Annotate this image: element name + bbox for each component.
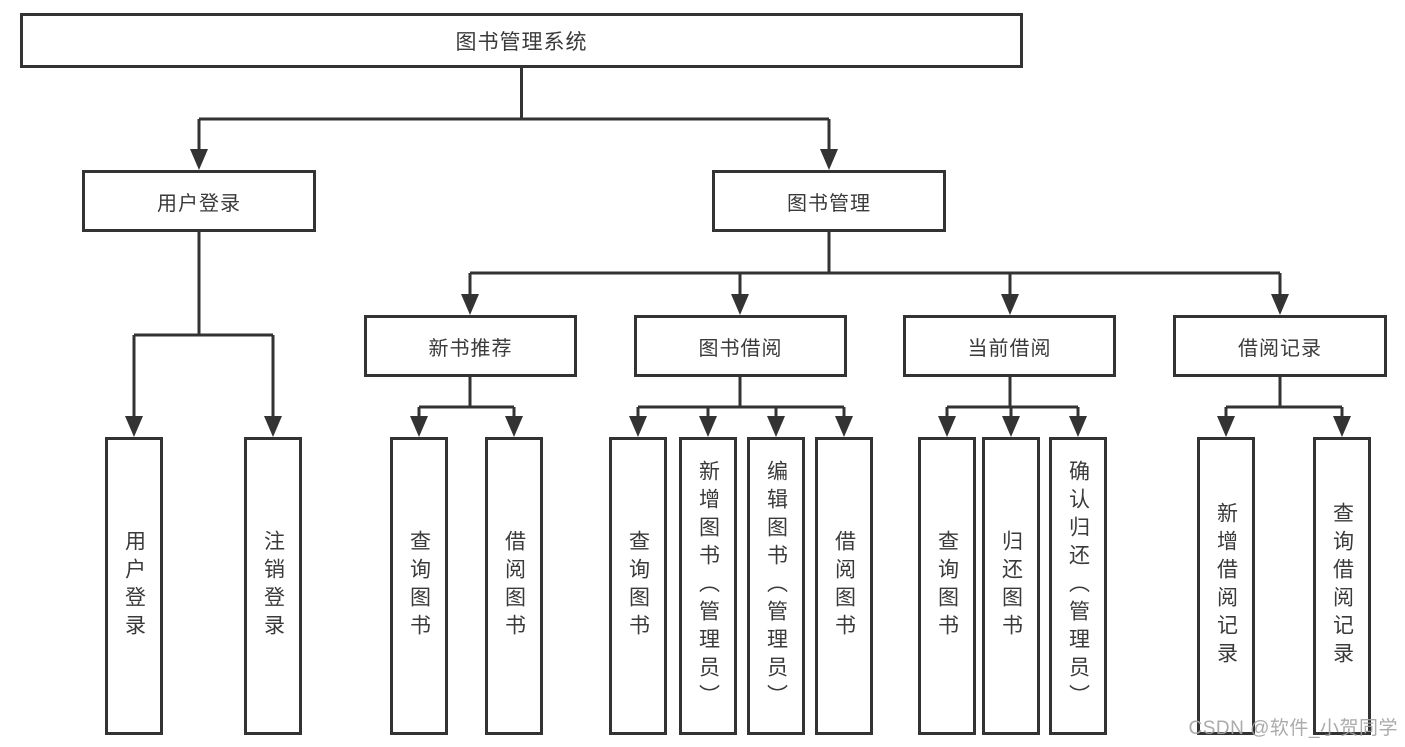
node-library-management-system: 图书管理系统 — [20, 13, 1023, 68]
connector-book-mgmt-to-level3 — [461, 232, 1289, 315]
csdn-watermark: CSDN @软件_小贺同学 — [1188, 718, 1398, 739]
node-user-login: 用户登录 — [82, 170, 316, 232]
leaf-add-borrow-record: 新增借阅记录 — [1197, 437, 1255, 735]
connector-root-to-level2 — [190, 68, 838, 170]
leaf-confirm-return-admin: 确认归还（管理员） — [1049, 437, 1107, 735]
leaf-edit-book-admin: 编辑图书（管理员） — [747, 437, 805, 735]
leaf-query-books-recommend: 查询图书 — [390, 437, 448, 735]
connector-borrow-records-to-leaves — [1217, 377, 1351, 437]
node-new-book-recommendation: 新书推荐 — [364, 315, 577, 377]
leaf-query-borrow-record: 查询借阅记录 — [1313, 437, 1371, 735]
leaf-logout: 注销登录 — [244, 437, 302, 735]
leaf-query-books-borrow: 查询图书 — [609, 437, 667, 735]
node-current-borrowing: 当前借阅 — [903, 315, 1116, 377]
leaf-user-login: 用户登录 — [105, 437, 163, 735]
leaf-borrow-books: 借阅图书 — [815, 437, 873, 735]
connector-book-borrow-to-leaves — [629, 377, 853, 437]
node-borrowing-records: 借阅记录 — [1173, 315, 1387, 377]
leaf-return-book: 归还图书 — [982, 437, 1040, 735]
leaf-borrow-books-recommend: 借阅图书 — [485, 437, 543, 735]
node-book-borrowing: 图书借阅 — [634, 315, 847, 377]
node-book-management: 图书管理 — [712, 170, 946, 232]
connector-current-borrow-to-leaves — [938, 377, 1087, 437]
leaf-add-book-admin: 新增图书（管理员） — [679, 437, 737, 735]
connector-user-login-to-leaves — [125, 232, 282, 437]
connector-new-book-rec-to-leaves — [410, 377, 523, 437]
leaf-query-books-current: 查询图书 — [918, 437, 976, 735]
